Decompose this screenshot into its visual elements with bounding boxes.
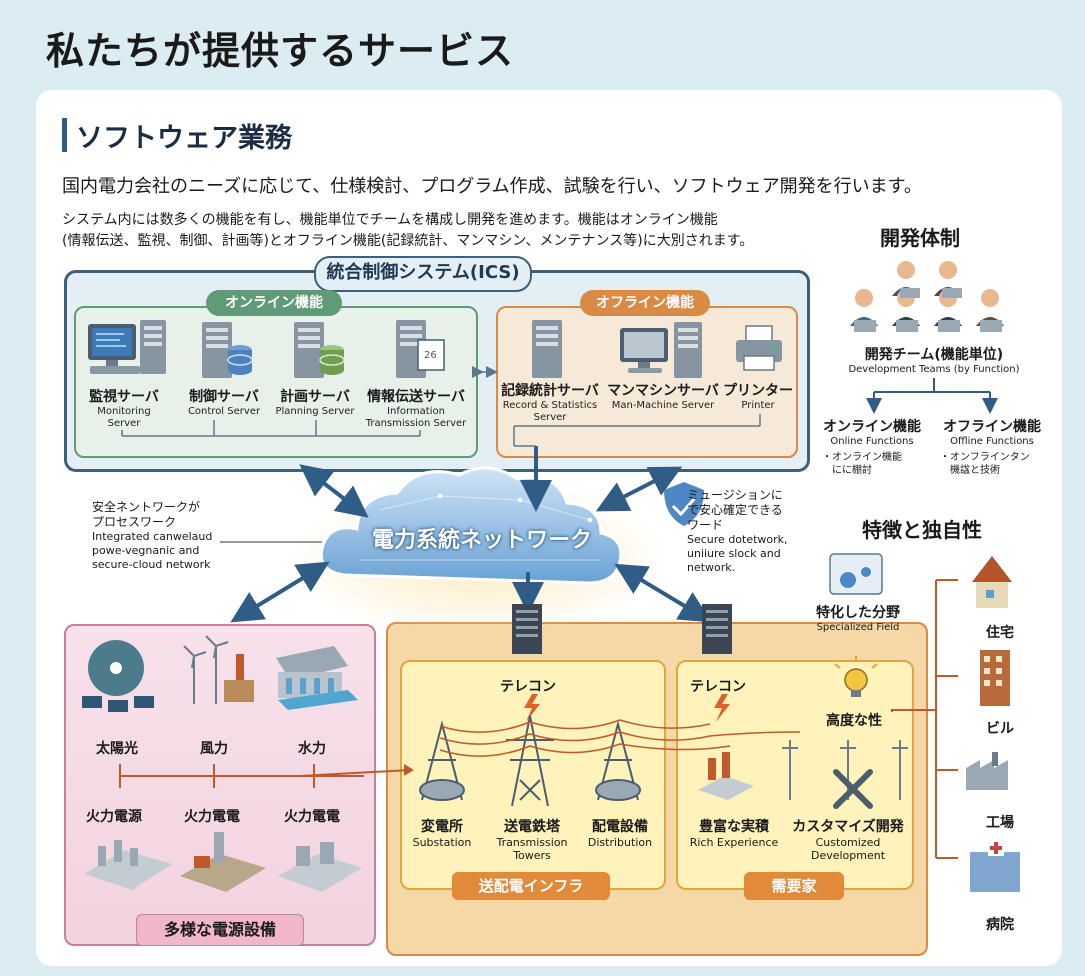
dev-offline-functions: オフライン機能 Offline Functions ・オンフラインタン 機諡と技… — [940, 419, 1041, 476]
thermal-plant-icon-3 — [278, 842, 362, 892]
power-wind-label: 風力 — [200, 741, 228, 757]
svg-text:26: 26 — [424, 350, 437, 361]
team-people-icon — [850, 261, 1004, 332]
industrial-equipment-icon — [698, 752, 754, 800]
demand-title: 需要家 — [744, 872, 844, 900]
detail-line-2: (情報伝送、監視、制御、計画等)とオフライン機能(記録統計、マンマシン、メンテナ… — [62, 233, 754, 249]
printer: プリンター Printer — [723, 383, 793, 411]
specialized-field: 特化した分野 Specialized Field — [816, 605, 900, 633]
wind-turbine-icon — [183, 635, 229, 704]
shield-icon — [664, 482, 704, 526]
network-note-left: 安全ネントワークが プロセスワーク Integrated canwelaud p… — [92, 500, 213, 571]
offline-label: オフライン機能 — [580, 290, 710, 316]
factory-icon — [966, 752, 1008, 790]
ics-title: 統合制御システム(ICS) — [314, 256, 532, 292]
section-description: 国内電力会社のニーズに応じて、仕様検討、プログラム作成、試験を行い、ソフトウェア… — [62, 176, 922, 197]
dev-team: 開発チーム(機能単位) Development Teams (by Functi… — [848, 347, 1020, 375]
printer-icon — [736, 325, 782, 371]
hydro-dam-icon — [276, 646, 358, 710]
transmission-tower-icon — [506, 715, 554, 807]
telecon-label-1: テレコン — [500, 679, 556, 695]
power-thermal-label-1: 火力電源 — [86, 809, 142, 825]
wrench-icon — [833, 769, 873, 809]
dev-structure-title: 開発体制 — [880, 226, 960, 250]
solar-icon — [82, 640, 154, 712]
customized-development: カスタマイズ開発 Customized Development — [792, 819, 904, 862]
server-storage-icon — [294, 322, 345, 378]
rich-experience: 豊富な実積 Rich Experience — [689, 819, 779, 849]
telecon-rack-icon-1 — [512, 604, 542, 654]
features-title: 特徴と独自性 — [862, 518, 982, 542]
lightning-icon-1 — [524, 694, 540, 722]
online-label: オンライン機能 — [206, 290, 342, 316]
monitor-computer-icon — [88, 320, 166, 374]
server-control: 制御サーバ Control Server — [187, 389, 261, 417]
page-title: 私たちが提供するサービス — [46, 29, 515, 73]
building-house-label: 住宅 — [986, 625, 1014, 641]
man-machine-server-icon — [620, 322, 702, 378]
server-information-transmission: 情報伝送サーバ Information Transmission Server — [365, 389, 467, 429]
building-hospital-label: 病院 — [986, 917, 1014, 933]
power-sources-title: 多様な電源設備 — [136, 914, 304, 946]
section-detail: システム内には数多くの機能を有し、機能単位でチームを構成し開発を進めます。機能は… — [62, 210, 822, 252]
building-factory-label: 工場 — [986, 815, 1014, 831]
hospital-icon — [970, 840, 1020, 892]
infra-title: 送配電インフラ — [452, 872, 610, 900]
distribution-equipment: 配電設備 Distribution — [587, 819, 653, 849]
advanced-capability: 高度な性 — [826, 713, 882, 729]
distribution-icon — [595, 720, 641, 801]
power-thermal-label-3: 火力電電 — [284, 809, 340, 825]
telecon-rack-icon-2 — [702, 604, 732, 654]
record-server-icon — [532, 320, 562, 378]
team-branch-arrows — [866, 378, 998, 414]
power-network-cloud: 電力系統ネットワーク — [371, 528, 592, 553]
server-planning: 計画サーバ Planning Server — [275, 389, 355, 417]
office-building-icon — [980, 650, 1010, 706]
telecon-label-2: テレコン — [690, 679, 746, 695]
server-monitoring: 監視サーバ Monitoring Server — [89, 389, 159, 429]
substation-icon — [419, 720, 465, 801]
server-database-icon — [202, 322, 253, 378]
transmission-towers: 送電鉄塔 Transmission Towers — [496, 819, 568, 862]
dev-online-functions: オンライン機能 Online Functions ・オンライン機能 にに棚討 — [822, 419, 921, 476]
substation: 変電所 Substation — [412, 819, 472, 849]
lightning-icon-2 — [714, 694, 730, 722]
power-hydro-label: 水力 — [298, 741, 326, 757]
network-note-right: ミュージションに で安心確定できる ワード Secure dotetwork, … — [687, 488, 788, 574]
section-title: ソフトウェア業務 — [76, 123, 292, 154]
building-office-label: ビル — [986, 721, 1014, 737]
server-man-machine: マンマシンサーバ Man-Machine Server — [607, 383, 719, 411]
power-thermal-label-2: 火力電電 — [184, 809, 240, 825]
section-accent-bar — [62, 118, 67, 152]
transmission-server-icon: 26 — [396, 320, 445, 378]
server-record-statistics: 記録統計サーバ Record & Statistics Server — [501, 383, 599, 423]
detail-line-1: システム内には数多くの機能を有し、機能単位でチームを構成し開発を進めます。機能は… — [62, 212, 718, 228]
thermal-plant-icon-1 — [84, 840, 172, 890]
house-icon — [972, 556, 1012, 608]
power-graphics — [82, 635, 364, 892]
thermal-plant-icon-2 — [180, 832, 266, 892]
power-solar-label: 太陽光 — [96, 741, 138, 757]
